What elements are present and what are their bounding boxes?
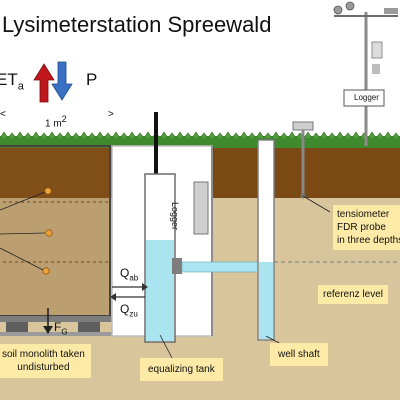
- fg-label: FG: [54, 320, 68, 336]
- q-zu-base: Q: [120, 302, 130, 316]
- cellar-logger-box: [193, 181, 209, 235]
- q-ab-subscript: ab: [129, 273, 139, 283]
- vessel-base-plate: [0, 316, 112, 322]
- q-zu-subscript: zu: [129, 309, 138, 319]
- lysimeter-soil-monolith: [0, 147, 109, 315]
- flow-arrow-in: [110, 293, 116, 301]
- radiation-sensor: [372, 64, 380, 74]
- monolith-label-line-2: undisturbed: [17, 362, 70, 373]
- tank-connector: [172, 258, 182, 274]
- area-exponent: 2: [61, 114, 67, 124]
- area-arrow-left: <: [0, 109, 6, 120]
- tensiometer-label-line-3: in three depths: [337, 235, 400, 246]
- equalizing-tank-water: [146, 240, 174, 341]
- cellar-logger-label: Logger: [170, 202, 180, 231]
- monolith-label: soil monolith taken undisturbed: [0, 344, 91, 378]
- anemometer-cup-2: [345, 1, 355, 11]
- fg-subscript: G: [61, 327, 68, 337]
- fg-base: F: [54, 320, 62, 334]
- q-ab-label: Qab: [120, 266, 138, 282]
- pole-logger-label: Logger: [354, 93, 379, 102]
- eta-subscript: a: [17, 80, 24, 93]
- pole-logger-box: [343, 89, 385, 107]
- anemometer-cup-1: [333, 5, 343, 15]
- wind-vane: [384, 8, 398, 14]
- tensiometer-label-line-2: FDR probe: [337, 222, 386, 233]
- eta-base: ET: [0, 70, 18, 89]
- tensiometer-head: [292, 121, 314, 131]
- area-label: 1 m2: [45, 114, 67, 129]
- grass-blades: [0, 131, 400, 139]
- area-arrow-right: >: [108, 109, 114, 120]
- well-shaft-label: well shaft: [270, 343, 328, 366]
- weighing-cell-1: [6, 322, 28, 332]
- area-prefix: 1 m: [45, 118, 62, 130]
- vessel-floor: [0, 332, 112, 336]
- sensor-box-upper: [371, 41, 383, 59]
- page-title: Lysimeterstation Spreewald: [2, 12, 272, 37]
- sensor-line-2: [0, 232, 46, 235]
- sensor-dot-1: [44, 187, 52, 195]
- sensor-line-3: [0, 247, 44, 271]
- sensor-line-1: [0, 191, 46, 211]
- leader-tensiometer: [302, 195, 331, 213]
- precipitation-symbol: P: [86, 70, 98, 89]
- flow-arrow-out: [142, 283, 148, 291]
- monolith-label-line-1: soil monolith taken: [2, 349, 85, 360]
- leader-tank: [159, 334, 173, 359]
- equalizing-tank-label: equalizing tank: [140, 358, 223, 381]
- sensor-dot-2: [45, 229, 53, 237]
- q-zu-label: Qzu: [120, 302, 138, 318]
- eta-symbol: ETa: [0, 70, 24, 92]
- q-ab-base: Q: [120, 266, 130, 280]
- weighing-cell-2: [78, 322, 100, 332]
- tensiometer-label: tensiometer FDR probe in three depths: [333, 205, 400, 250]
- referenz-level-label: referenz level: [318, 285, 389, 304]
- tank-well-connection: [181, 261, 261, 273]
- force-arrow-head: [43, 326, 53, 334]
- sensor-dot-3: [42, 267, 50, 275]
- tensiometer-label-line-1: tensiometer: [337, 209, 390, 220]
- well-shaft-water: [259, 262, 273, 339]
